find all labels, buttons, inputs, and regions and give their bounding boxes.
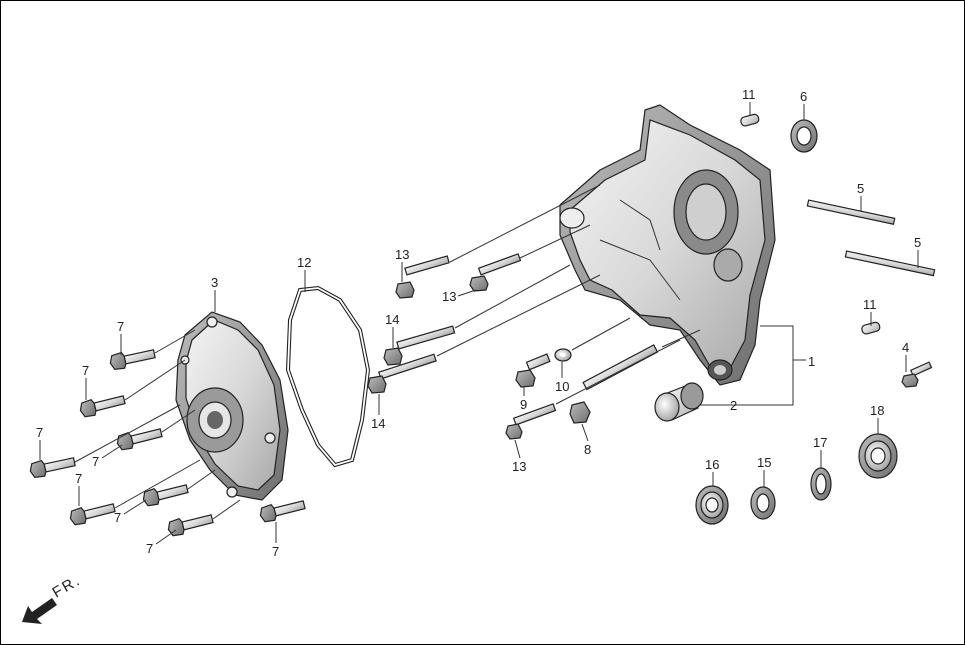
bolt-13-top	[395, 255, 450, 299]
washer-10	[554, 348, 572, 362]
crankcase-right	[559, 104, 776, 386]
arrow-left-down-icon	[22, 598, 57, 624]
callout-5-bottom: 5	[914, 235, 921, 250]
callout-11-right: 11	[863, 297, 877, 312]
callout-12: 12	[297, 255, 311, 270]
callout-13-top: 13	[395, 247, 409, 262]
cover-gasket	[285, 285, 371, 468]
oil-seal-15	[750, 486, 776, 520]
callout-5-top: 5	[857, 181, 864, 196]
callout-3: 3	[211, 275, 218, 290]
callout-4: 4	[902, 340, 909, 355]
drain-plug-9	[515, 353, 551, 388]
dowel-pin-11-top	[740, 113, 760, 127]
callout-7-c: 7	[36, 425, 43, 440]
bolt-7-a	[108, 345, 157, 372]
oil-seal-6	[790, 119, 818, 153]
callout-7-f: 7	[114, 510, 121, 525]
callout-16: 16	[705, 457, 719, 472]
callout-13-mid: 13	[442, 289, 456, 304]
stud-5-bottom	[844, 250, 936, 277]
bearing-16	[695, 485, 729, 525]
stud-5-top	[806, 199, 896, 225]
side-cover	[175, 311, 289, 501]
callout-18: 18	[870, 403, 884, 418]
bolt-13-lower	[505, 403, 557, 440]
callout-1: 1	[808, 354, 815, 369]
dowel-pin-11-right	[861, 321, 881, 335]
callout-11-top: 11	[742, 87, 756, 102]
bolt-7-c	[28, 453, 77, 480]
callout-13-lower: 13	[512, 459, 526, 474]
callout-10: 10	[555, 379, 569, 394]
callout-7-a: 7	[117, 319, 124, 334]
bolt-7-f	[140, 480, 190, 508]
callout-8: 8	[584, 442, 591, 457]
callout-17: 17	[813, 435, 827, 450]
bolt-7-g	[165, 510, 215, 538]
bolt-7-e	[67, 499, 117, 527]
callout-labels: 1 2 3 4 5 5 6 7 7 7 7 7 7 7 7 8 9 10 11 …	[36, 87, 921, 559]
front-direction-indicator: FR.	[22, 572, 84, 624]
callout-7-g: 7	[146, 541, 153, 556]
bolt-7-d	[114, 424, 164, 452]
callout-7-b: 7	[82, 363, 89, 378]
callout-2: 2	[730, 398, 737, 413]
bolt-14-lower	[367, 353, 437, 394]
callout-15: 15	[757, 455, 771, 470]
leader-lines	[39, 102, 919, 545]
bolt-8	[569, 344, 659, 424]
callout-9: 9	[520, 397, 527, 412]
callout-14-lower: 14	[371, 416, 385, 431]
bolt-14-upper	[383, 325, 456, 366]
callout-6: 6	[800, 89, 807, 104]
bolt-13-mid	[469, 253, 522, 292]
callout-7-h: 7	[272, 544, 279, 559]
bolt-7-h	[257, 496, 307, 524]
bolt-4	[901, 361, 933, 388]
callout-14-upper: 14	[385, 312, 399, 327]
callout-7-d: 7	[92, 454, 99, 469]
front-label: FR.	[50, 572, 85, 602]
bearing-18	[858, 433, 898, 479]
callout-7-e: 7	[75, 471, 82, 486]
spacer-2	[654, 382, 704, 422]
oil-seal-17	[810, 467, 832, 501]
